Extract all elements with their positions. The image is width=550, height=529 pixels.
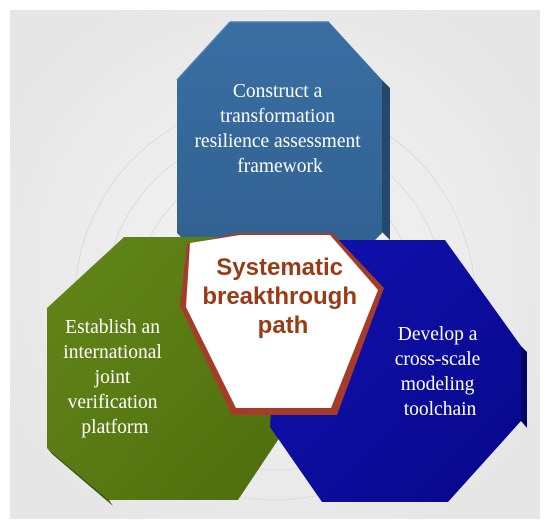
block-right-label-line-2: cross-scale xyxy=(395,349,481,370)
block-top-label-line-4: framework xyxy=(237,156,323,177)
block-top-label-line-1: Construct a xyxy=(233,81,323,102)
block-right-side-face xyxy=(521,346,527,428)
block-top-label-line-3: resilience assessment xyxy=(194,131,361,152)
block-left-label-line-4: verification xyxy=(68,392,158,413)
svg-text:Systematic breakthrough: Systematic breakthrough path xyxy=(202,254,363,339)
center-hexagon: Systematic breakthrough path xyxy=(180,233,384,415)
center-label-line-2: breakthrough xyxy=(202,283,357,310)
block-left-label-line-5: platform xyxy=(81,417,148,438)
block-top: Construct a transformation resilience as… xyxy=(176,21,390,288)
block-right-label-line-4: toolchain xyxy=(404,399,477,420)
block-left-label-line-2: international xyxy=(63,342,162,363)
center-label-line-3: path xyxy=(258,312,309,339)
block-left-label-line-3: joint xyxy=(94,367,131,388)
block-left-side-face xyxy=(47,448,113,506)
svg-text:Construct a transformati: Construct a transformation resilience as… xyxy=(194,81,365,177)
block-right-label-line-3: modeling xyxy=(401,374,475,395)
center-hexagon-face xyxy=(186,235,378,408)
block-top-side-face xyxy=(382,80,390,240)
block-top-face xyxy=(177,22,382,288)
center-label-line-1: Systematic xyxy=(216,254,343,281)
svg-text:Develop a cross-scale: Develop a cross-scale modeling toolchain xyxy=(395,324,485,420)
block-top-label-line-2: transformation xyxy=(220,106,335,127)
svg-text:Establish an internation: Establish an international joint verific… xyxy=(63,317,166,438)
block-right-label-line-1: Develop a xyxy=(398,324,478,345)
block-left-label-line-1: Establish an xyxy=(65,317,160,338)
